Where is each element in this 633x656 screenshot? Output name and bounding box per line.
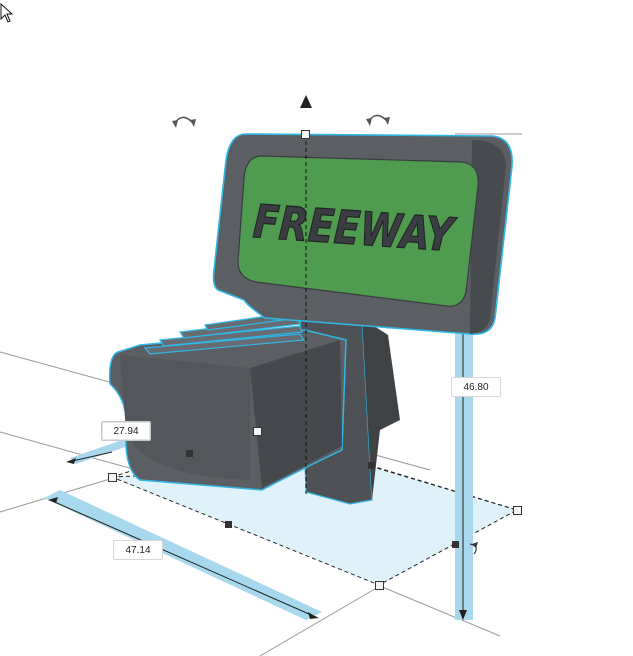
height-dimension-label[interactable]: 46.80 xyxy=(451,377,501,397)
edge-handle-front-right[interactable] xyxy=(452,541,459,548)
corner-handle-back[interactable] xyxy=(253,427,262,436)
mouse-pointer-icon xyxy=(0,3,14,23)
rotate-right-icon[interactable] xyxy=(366,114,390,126)
width-dimension-label[interactable]: 27.94 xyxy=(101,421,151,441)
rotate-left-icon[interactable] xyxy=(172,116,196,128)
top-handle[interactable] xyxy=(301,130,310,139)
floor-rotate-icon[interactable] xyxy=(469,542,478,555)
corner-handle-front[interactable] xyxy=(375,581,384,590)
freeway-sign-stand[interactable] xyxy=(108,133,513,505)
edge-handle-back[interactable] xyxy=(368,462,375,469)
length-dimension-band xyxy=(44,490,322,620)
corner-handle-right[interactable] xyxy=(513,506,522,515)
edge-handle-left[interactable] xyxy=(186,450,193,457)
corner-handle-left[interactable] xyxy=(108,473,117,482)
length-dimension-label[interactable]: 47.14 xyxy=(113,540,163,560)
edge-handle-front-left[interactable] xyxy=(225,521,232,528)
selection-footprint xyxy=(111,465,519,586)
lift-arrow-icon[interactable] xyxy=(300,95,312,108)
